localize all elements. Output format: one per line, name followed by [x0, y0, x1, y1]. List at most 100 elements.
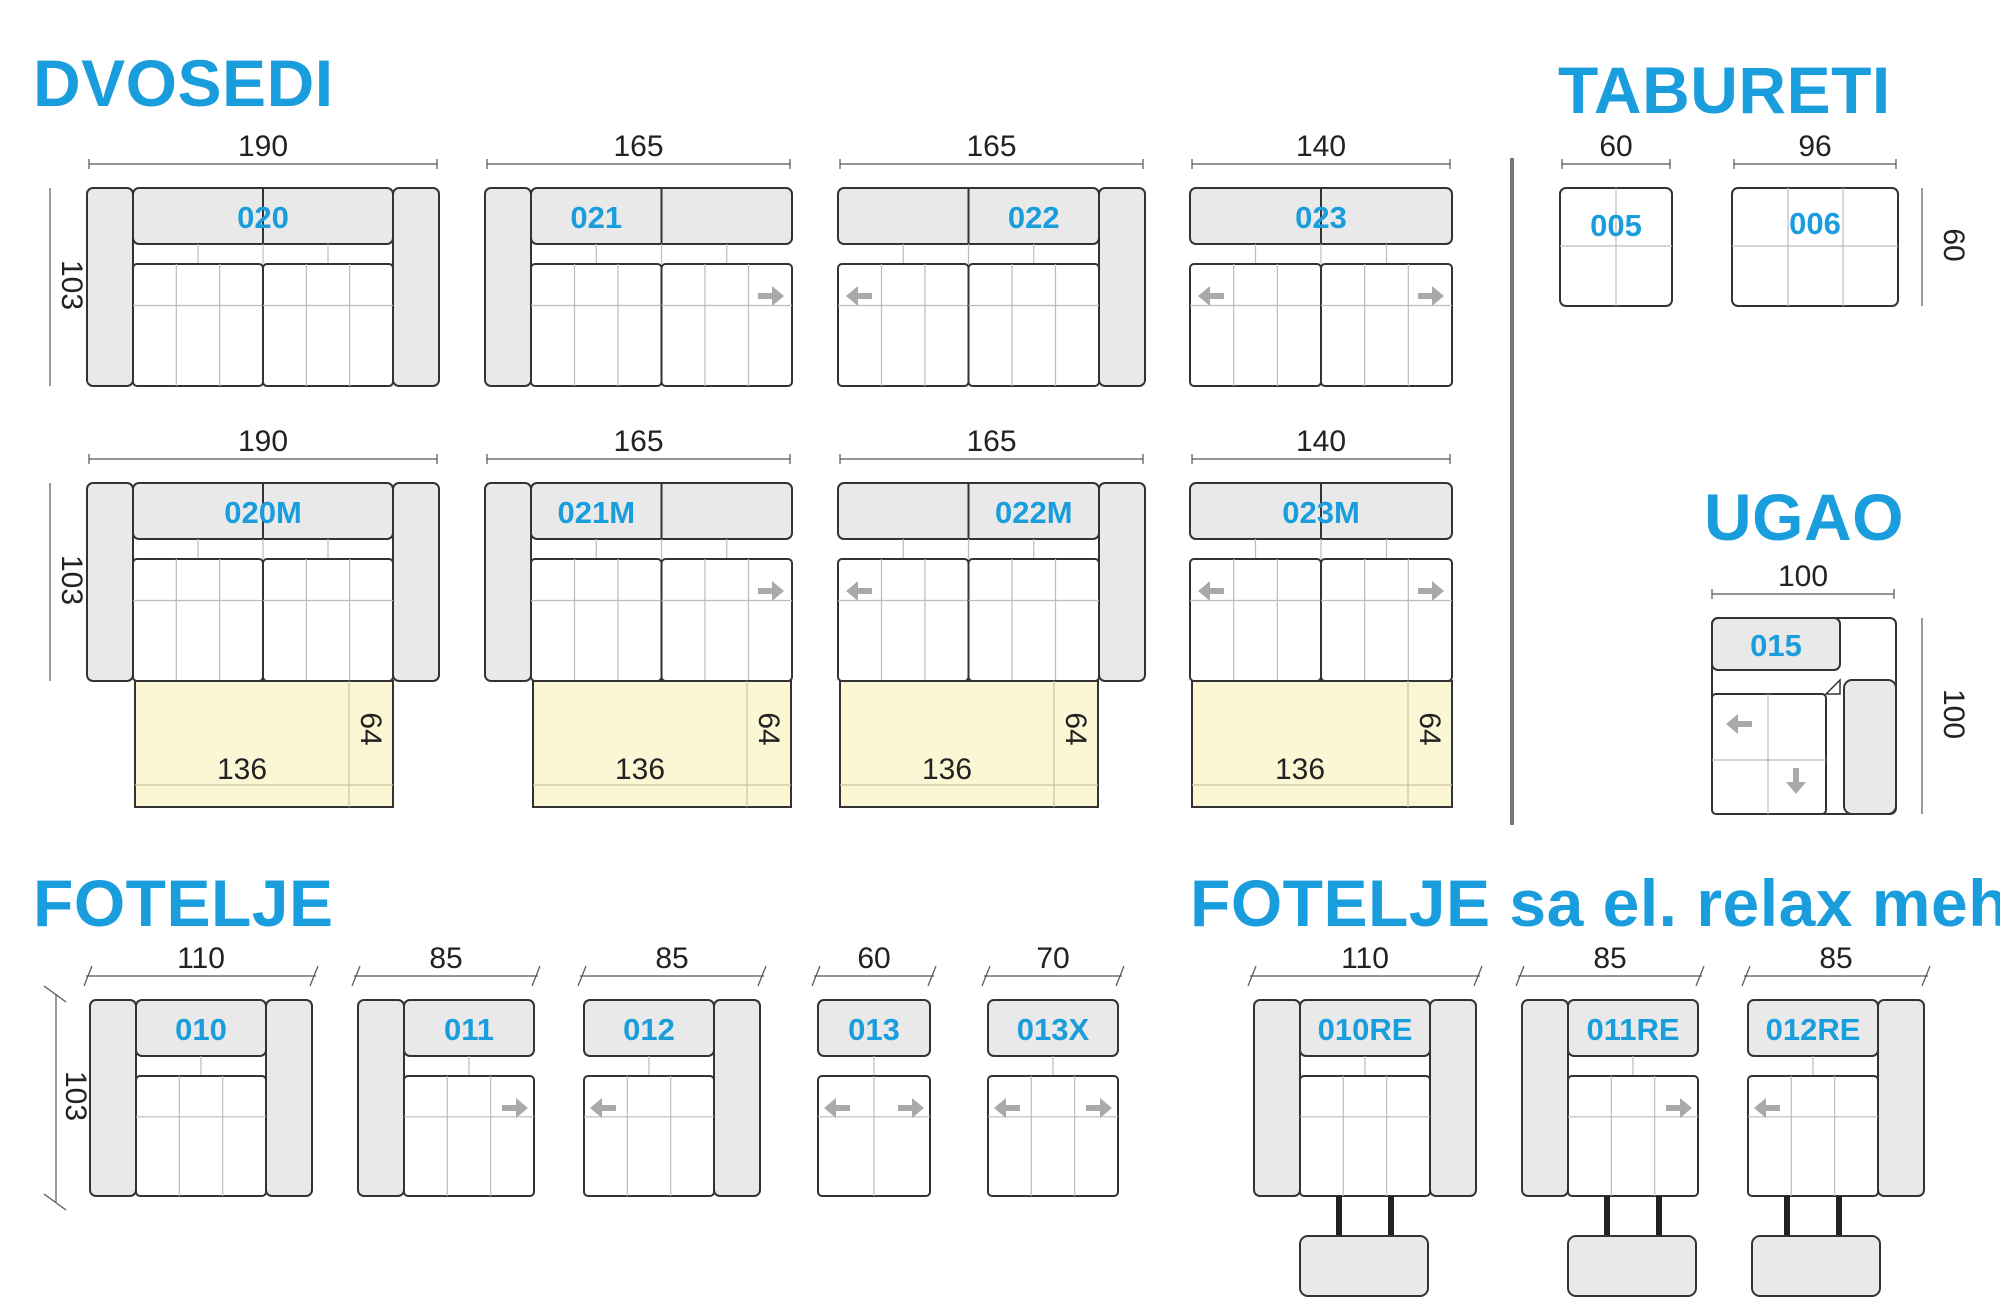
section-title-dvosedi: DVOSEDI	[33, 46, 334, 120]
seat-cushion	[660, 263, 793, 387]
seat-cushion	[1299, 1075, 1431, 1197]
arrow-left-icon	[994, 1098, 1020, 1118]
armrest-left	[1521, 999, 1569, 1197]
armchair-module-011: 011 85	[351, 942, 541, 1197]
armchair-module-012re: 012RE 85	[1741, 942, 1931, 1297]
depth-dimension-label: 103	[55, 260, 88, 310]
width-dimension-label: 165	[613, 130, 663, 163]
pouf-body	[1731, 187, 1899, 307]
section-title-fotelje-relax: FOTELJE sa el. relax meh.	[1190, 866, 2000, 940]
seat-cushion	[1320, 263, 1453, 387]
seat-cushion	[583, 1075, 715, 1197]
sofa-module-023m: 023M 140 136 64	[1189, 425, 1453, 808]
seat-cushion	[987, 1075, 1119, 1197]
dimension-tick	[1921, 965, 1931, 987]
dimension-tick	[351, 965, 361, 987]
module-code-label: 022	[1008, 200, 1060, 235]
arrow-right-icon	[1418, 286, 1444, 306]
arrow-left-icon	[590, 1098, 616, 1118]
arrow-right-icon	[1086, 1098, 1112, 1118]
width-dimension-label: 60	[1599, 130, 1632, 163]
corner-back-cushion	[1711, 617, 1841, 671]
section-title-ugao: UGAO	[1704, 480, 1904, 554]
armrest-left	[484, 482, 532, 682]
module-code-label: 011	[444, 1012, 494, 1047]
dimension-tick	[811, 965, 821, 987]
width-dimension-label: 165	[613, 425, 663, 458]
armrest-left	[357, 999, 405, 1197]
seat-cushion	[1320, 558, 1453, 682]
bed-mattress	[134, 680, 394, 808]
armchair-module-013x: 013X 70	[981, 942, 1125, 1197]
bed-depth-label: 64	[1413, 712, 1446, 745]
bed-width-label: 136	[615, 753, 665, 786]
arrow-right-icon	[502, 1098, 528, 1118]
seat-cushion	[660, 558, 793, 682]
dimension-tick	[83, 965, 93, 987]
width-dimension-label: 140	[1296, 425, 1346, 458]
depth-dimension-label: 100	[1937, 689, 1970, 739]
dimension-tick	[757, 965, 767, 987]
bed-mattress	[839, 680, 1099, 808]
armrest-left	[86, 482, 134, 682]
arrow-left-icon	[1754, 1098, 1780, 1118]
dimension-tick	[1473, 965, 1483, 987]
seat-cushion	[1567, 1075, 1699, 1197]
width-dimension-label: 60	[857, 942, 890, 975]
seat-cushion	[1747, 1075, 1879, 1197]
module-code-label: 005	[1590, 208, 1642, 243]
armrest-left	[89, 999, 137, 1197]
width-dimension-label: 165	[966, 425, 1016, 458]
seat-cushion	[1189, 558, 1322, 682]
module-code-label: 010	[175, 1012, 227, 1047]
arrow-right-icon	[898, 1098, 924, 1118]
section-title-tabureti: TABURETI	[1558, 53, 1891, 127]
arrow-left-icon	[1198, 286, 1224, 306]
seat-cushion	[837, 558, 970, 682]
width-dimension-label: 96	[1798, 130, 1831, 163]
armrest-right	[265, 999, 313, 1197]
module-code-label: 012	[623, 1012, 675, 1047]
seat-cushion	[837, 263, 970, 387]
seat-cushion	[1711, 693, 1827, 815]
module-code-label: 020	[237, 200, 289, 235]
bed-depth-label: 64	[354, 712, 387, 745]
bed-extension: 136 64	[1191, 680, 1453, 808]
dimension-tick	[309, 965, 319, 987]
dimension-tick	[1515, 965, 1525, 987]
width-dimension-label: 85	[1819, 942, 1852, 975]
module-code-label: 022M	[995, 495, 1073, 530]
depth-dimension-label: 103	[55, 555, 88, 605]
section-title-fotelje: FOTELJE	[33, 866, 334, 940]
bed-width-label: 136	[1275, 753, 1325, 786]
arrow-right-icon	[758, 286, 784, 306]
dimension-tick	[1741, 965, 1751, 987]
width-dimension-label: 165	[966, 130, 1016, 163]
seat-cushion	[1189, 263, 1322, 387]
width-dimension-label: 70	[1036, 942, 1069, 975]
module-code-label: 013X	[1017, 1012, 1090, 1047]
arrow-right-icon	[758, 581, 784, 601]
arrow-right-icon	[1418, 581, 1444, 601]
armrest-left	[86, 187, 134, 387]
module-code-label: 021M	[557, 495, 635, 530]
width-dimension-label: 85	[429, 942, 462, 975]
bed-width-label: 136	[922, 753, 972, 786]
armrest-right	[713, 999, 761, 1197]
arrow-left-icon	[1726, 714, 1752, 734]
armrest-right	[1098, 187, 1146, 387]
module-code-label: 023M	[1282, 495, 1360, 530]
depth-dimension-label: 103	[59, 1071, 92, 1121]
module-code-label: 012RE	[1766, 1012, 1861, 1047]
